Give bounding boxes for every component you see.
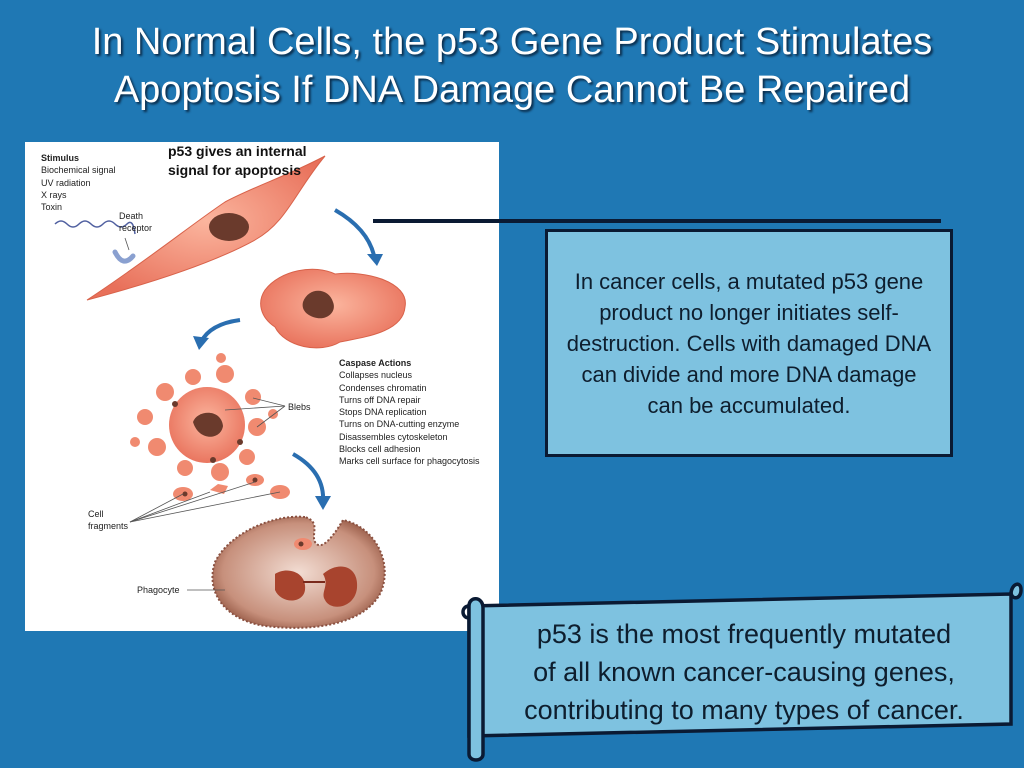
cancer-info-text: In cancer cells, a mutated p53 gene prod… xyxy=(566,268,932,418)
normal-cell xyxy=(86,155,326,301)
caspase-item: Disassembles cytoskeleton xyxy=(339,431,448,442)
stimulus-item: Biochemical signal xyxy=(41,165,116,176)
scroll-text: p53 is the most frequently mutated of al… xyxy=(468,615,1020,729)
caspase-heading: Caspase Actions xyxy=(339,358,412,368)
caspase-item: Blocks cell adhesion xyxy=(339,444,421,455)
death-receptor-line-2: receptor xyxy=(119,223,153,234)
stimulus-list: Stimulus Biochemical signal UV radiation… xyxy=(41,152,116,213)
phagocyte xyxy=(211,515,386,629)
caspase-item: Turns off DNA repair xyxy=(339,394,421,405)
stimulus-item: UV radiation xyxy=(41,177,91,188)
p53-signal-label-line-2: signal for apoptosis xyxy=(168,162,302,178)
blebbing-cell xyxy=(130,353,278,481)
cancer-info-box: In cancer cells, a mutated p53 gene prod… xyxy=(545,229,953,457)
scroll-banner xyxy=(461,582,1023,762)
scroll-line-2: of all known cancer-causing genes, xyxy=(533,657,955,687)
cell-fragments-label: Cell fragments xyxy=(88,508,128,533)
death-receptor-line-1: Death xyxy=(119,211,144,221)
arrow-3 xyxy=(292,452,326,503)
slide-title: In Normal Cells, the p53 Gene Product St… xyxy=(0,18,1024,114)
stimulus-item: X rays xyxy=(41,189,67,200)
caspase-actions-list: Caspase Actions Collapses nucleus Conden… xyxy=(339,357,480,468)
cell-fragments-line-2: fragments xyxy=(88,521,129,532)
death-receptor-label: Death receptor xyxy=(119,210,152,235)
scroll-line-3: contributing to many types of cancer. xyxy=(524,695,964,725)
apoptosis-illustration xyxy=(54,155,406,629)
stimulus-heading: Stimulus xyxy=(41,153,80,163)
caspase-item: Condenses chromatin xyxy=(339,382,427,393)
blebs-label: Blebs xyxy=(288,402,311,412)
cell-fragments-line-1: Cell xyxy=(88,509,104,519)
phagocyte-nucleus-right xyxy=(323,566,358,607)
arrow-1 xyxy=(334,208,377,261)
scroll-line-1: p53 is the most frequently mutated xyxy=(536,619,952,649)
title-line-1: In Normal Cells, the p53 Gene Product St… xyxy=(91,21,933,63)
caspase-item: Marks cell surface for phagocytosis xyxy=(339,456,480,467)
apoptosis-figure: p53 gives an internal signal for apoptos… xyxy=(25,142,499,631)
phagocyte-label: Phagocyte xyxy=(137,585,180,595)
cell-fragments xyxy=(173,474,290,501)
death-receptor-shape xyxy=(112,249,136,264)
shrunken-cell-nucleus xyxy=(302,290,334,319)
p53-signal-label: p53 gives an internal signal for apoptos… xyxy=(168,142,307,180)
phagocyte-nucleus-left xyxy=(275,570,306,601)
stimulus-item: Toxin xyxy=(41,202,63,213)
caspase-item: Turns on DNA-cutting enzyme xyxy=(339,419,460,430)
title-line-2: Apoptosis If DNA Damage Cannot Be Repair… xyxy=(113,69,911,111)
caspase-item: Collapses nucleus xyxy=(339,370,413,381)
caspase-item: Stops DNA replication xyxy=(339,407,427,418)
stimulus-signal-wave xyxy=(54,220,136,235)
normal-cell-nucleus xyxy=(209,213,249,241)
p53-signal-label-line-1: p53 gives an internal xyxy=(168,143,307,159)
connector-line xyxy=(373,219,941,223)
